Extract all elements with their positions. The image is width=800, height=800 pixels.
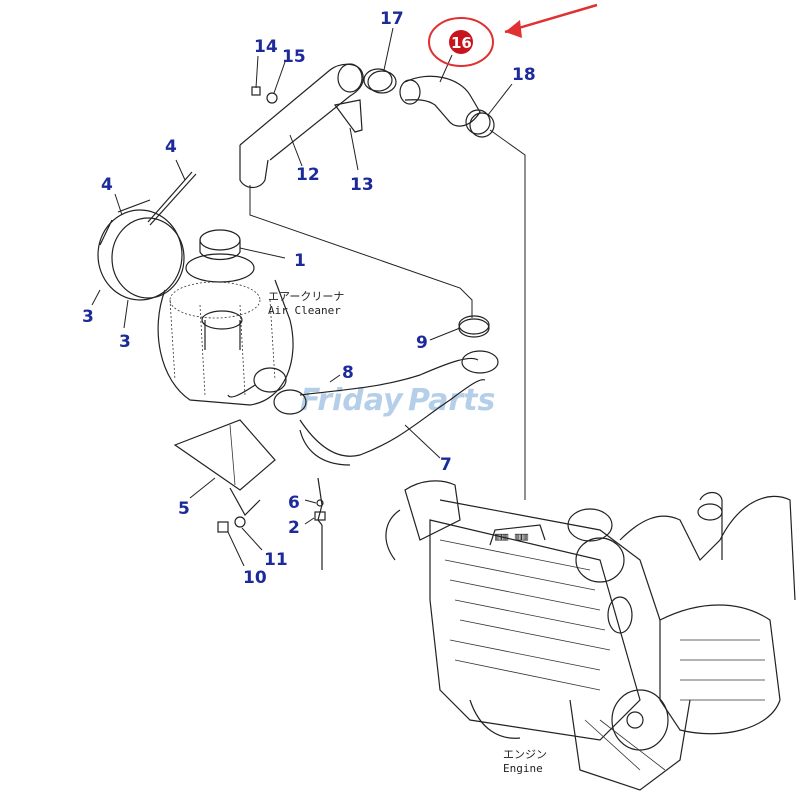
part-1-cap [199,229,286,261]
callout-12: 12 [296,165,320,185]
callout-1: 1 [294,251,306,271]
air-cleaner-caption-en: Air Cleaner [268,304,341,317]
callout-7: 7 [440,455,452,475]
callout-17: 17 [380,9,404,29]
callout-13: 13 [350,175,374,195]
engine-label-plate: ▥▥ ▥▥ [495,530,528,543]
part-12-pipe [239,63,364,189]
highlight-part-16 [428,3,598,67]
callout-11: 11 [264,550,288,570]
callout-14: 14 [254,37,278,57]
part-7-hose [273,350,499,466]
part-14-15-bolt [251,55,286,104]
callout-6: 6 [288,493,300,513]
air-cleaner-caption-jp: エアークリーナ [268,290,344,303]
part-6-2-indicator [304,477,326,570]
callout-18: 18 [512,65,536,85]
engine: ▥▥ ▥▥ [385,480,796,791]
callout-3a: 3 [82,307,94,327]
part-17-clamp [363,27,397,94]
part-3-band [91,199,185,329]
watermark-right: Parts [408,383,495,418]
callout-3b: 3 [119,332,131,352]
connector-hose-to-engine [489,129,526,500]
callout-5: 5 [178,499,190,519]
watermark-left: Friday [300,383,404,418]
engine-caption-jp: エンジン [503,748,547,761]
callout-16: 16 [451,34,472,52]
part-4-bolt [114,159,197,226]
part-10-11-bolt [217,516,263,567]
air-cleaner [157,253,294,406]
callout-8: 8 [342,363,354,383]
part-18-clamp [465,83,513,138]
callout-4a: 4 [165,137,177,157]
engine-caption-en: Engine [503,762,543,775]
part-13-bracket [333,99,363,171]
callout-4b: 4 [101,175,113,195]
callout-9: 9 [416,333,428,353]
part-9-clamp [429,315,490,341]
part-16-hose [399,54,481,127]
callout-15: 15 [282,47,306,67]
callout-2: 2 [288,518,300,538]
connector-pipe-to-clamp [249,185,473,318]
callout-10: 10 [243,568,267,588]
part-5-valve [173,419,276,516]
